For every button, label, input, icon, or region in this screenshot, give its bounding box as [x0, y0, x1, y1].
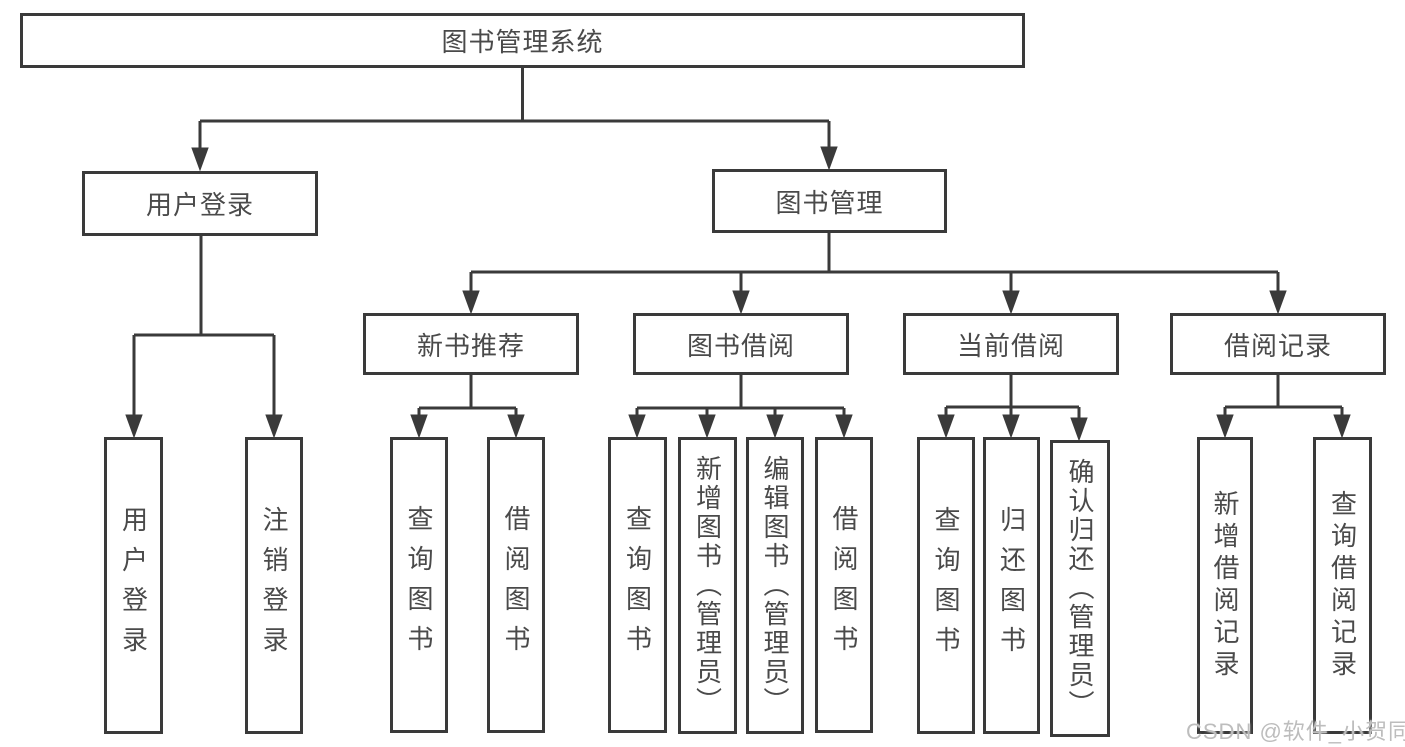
node-label: 新增图书（管理员）	[692, 455, 723, 716]
node-br-add-record: 新增借阅记录	[1197, 437, 1253, 734]
node-label: 归还图书	[996, 505, 1027, 666]
node-label: 图书管理	[775, 187, 884, 218]
node-book-borrow: 图书借阅	[633, 313, 849, 375]
node-nb-query-books: 查询图书	[390, 437, 448, 733]
node-br-query-record: 查询借阅记录	[1313, 437, 1372, 734]
node-bb-borrow-books: 借阅图书	[815, 437, 873, 733]
node-label: 用户登录	[145, 190, 254, 220]
node-cb-return-books: 归还图书	[983, 437, 1040, 734]
node-label: 新书推荐	[416, 330, 525, 361]
node-root: 图书管理系统	[20, 13, 1025, 68]
node-label: 当前借阅	[956, 330, 1065, 361]
node-current-borrow: 当前借阅	[903, 313, 1119, 375]
node-bb-query-books: 查询图书	[608, 437, 667, 733]
node-nb-borrow-books: 借阅图书	[487, 437, 545, 733]
node-borrow-records: 借阅记录	[1170, 313, 1386, 375]
node-cb-confirm-return-admin: 确认归还（管理员）	[1050, 440, 1110, 737]
node-label: 借阅图书	[501, 505, 531, 665]
node-label: 编辑图书（管理员）	[760, 455, 790, 716]
node-book-management: 图书管理	[712, 169, 947, 233]
node-user-login: 用户登录	[82, 171, 318, 236]
node-label: 查询图书	[404, 505, 434, 665]
node-bb-edit-books-admin: 编辑图书（管理员）	[746, 437, 804, 734]
arrowheads	[125, 146, 1351, 442]
node-label: 借阅图书	[829, 505, 859, 665]
node-label: 新增借阅记录	[1210, 489, 1240, 682]
node-label: 查询借阅记录	[1327, 489, 1358, 682]
csdn-watermark: CSDN @软件_小贺同学	[1186, 719, 1405, 744]
node-cb-query-books: 查询图书	[917, 437, 975, 734]
node-label: 确认归还（管理员）	[1065, 458, 1095, 719]
node-label: 注销登录	[259, 505, 289, 666]
node-new-book-recommend: 新书推荐	[363, 313, 579, 375]
node-label: 借阅记录	[1223, 330, 1332, 361]
node-label: 图书管理系统	[441, 27, 604, 57]
node-user-login-leaf: 用户登录	[104, 437, 163, 734]
node-logout: 注销登录	[245, 437, 303, 734]
connector-strokes	[132, 68, 1344, 420]
node-label: 图书借阅	[686, 330, 795, 361]
node-label: 用户登录	[118, 505, 149, 666]
node-label: 查询图书	[931, 505, 961, 666]
node-bb-add-books-admin: 新增图书（管理员）	[678, 437, 737, 734]
node-label: 查询图书	[622, 505, 653, 665]
